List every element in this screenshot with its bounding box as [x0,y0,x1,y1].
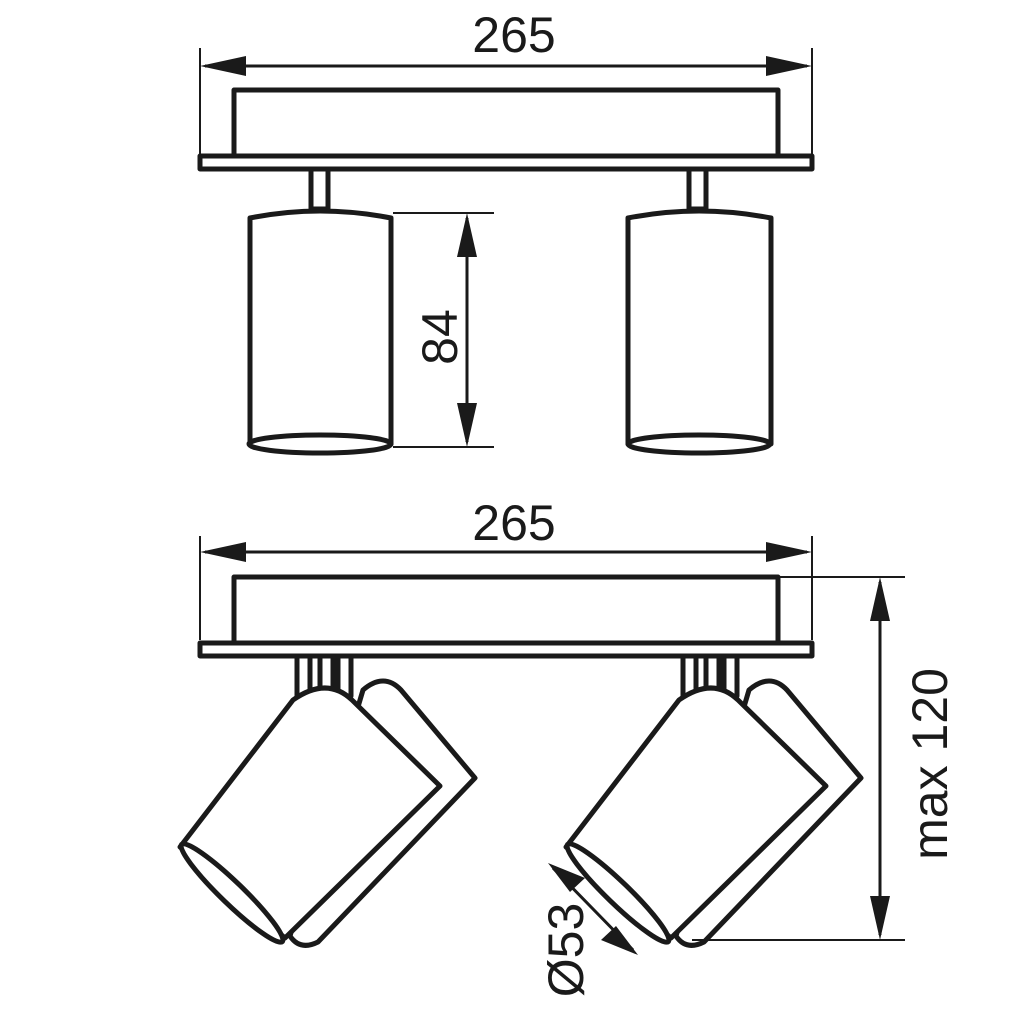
front-mounting-plate [197,87,815,172]
front-height-label: 84 [412,309,468,365]
front-view: 265 84 [197,7,815,456]
angled-width-dimension: 265 [199,495,813,640]
front-width-label: 265 [472,7,555,63]
angled-diameter-dimension: Ø53 [538,863,638,997]
angled-width-label: 265 [472,495,555,551]
front-width-dimension: 265 [199,7,813,160]
angled-mounting-plate [197,574,815,659]
front-spotlight-left [246,166,394,456]
front-height-dimension: 84 [393,212,494,448]
angled-max-height-dimension: max 120 [692,576,958,941]
angled-diameter-label: Ø53 [538,903,594,998]
angled-max-height-label: max 120 [902,668,958,860]
angled-spotlight-left [177,653,478,948]
front-spotlight-right [625,166,774,456]
angled-spotlight-right [563,653,864,948]
angled-view: 265 [177,495,958,997]
